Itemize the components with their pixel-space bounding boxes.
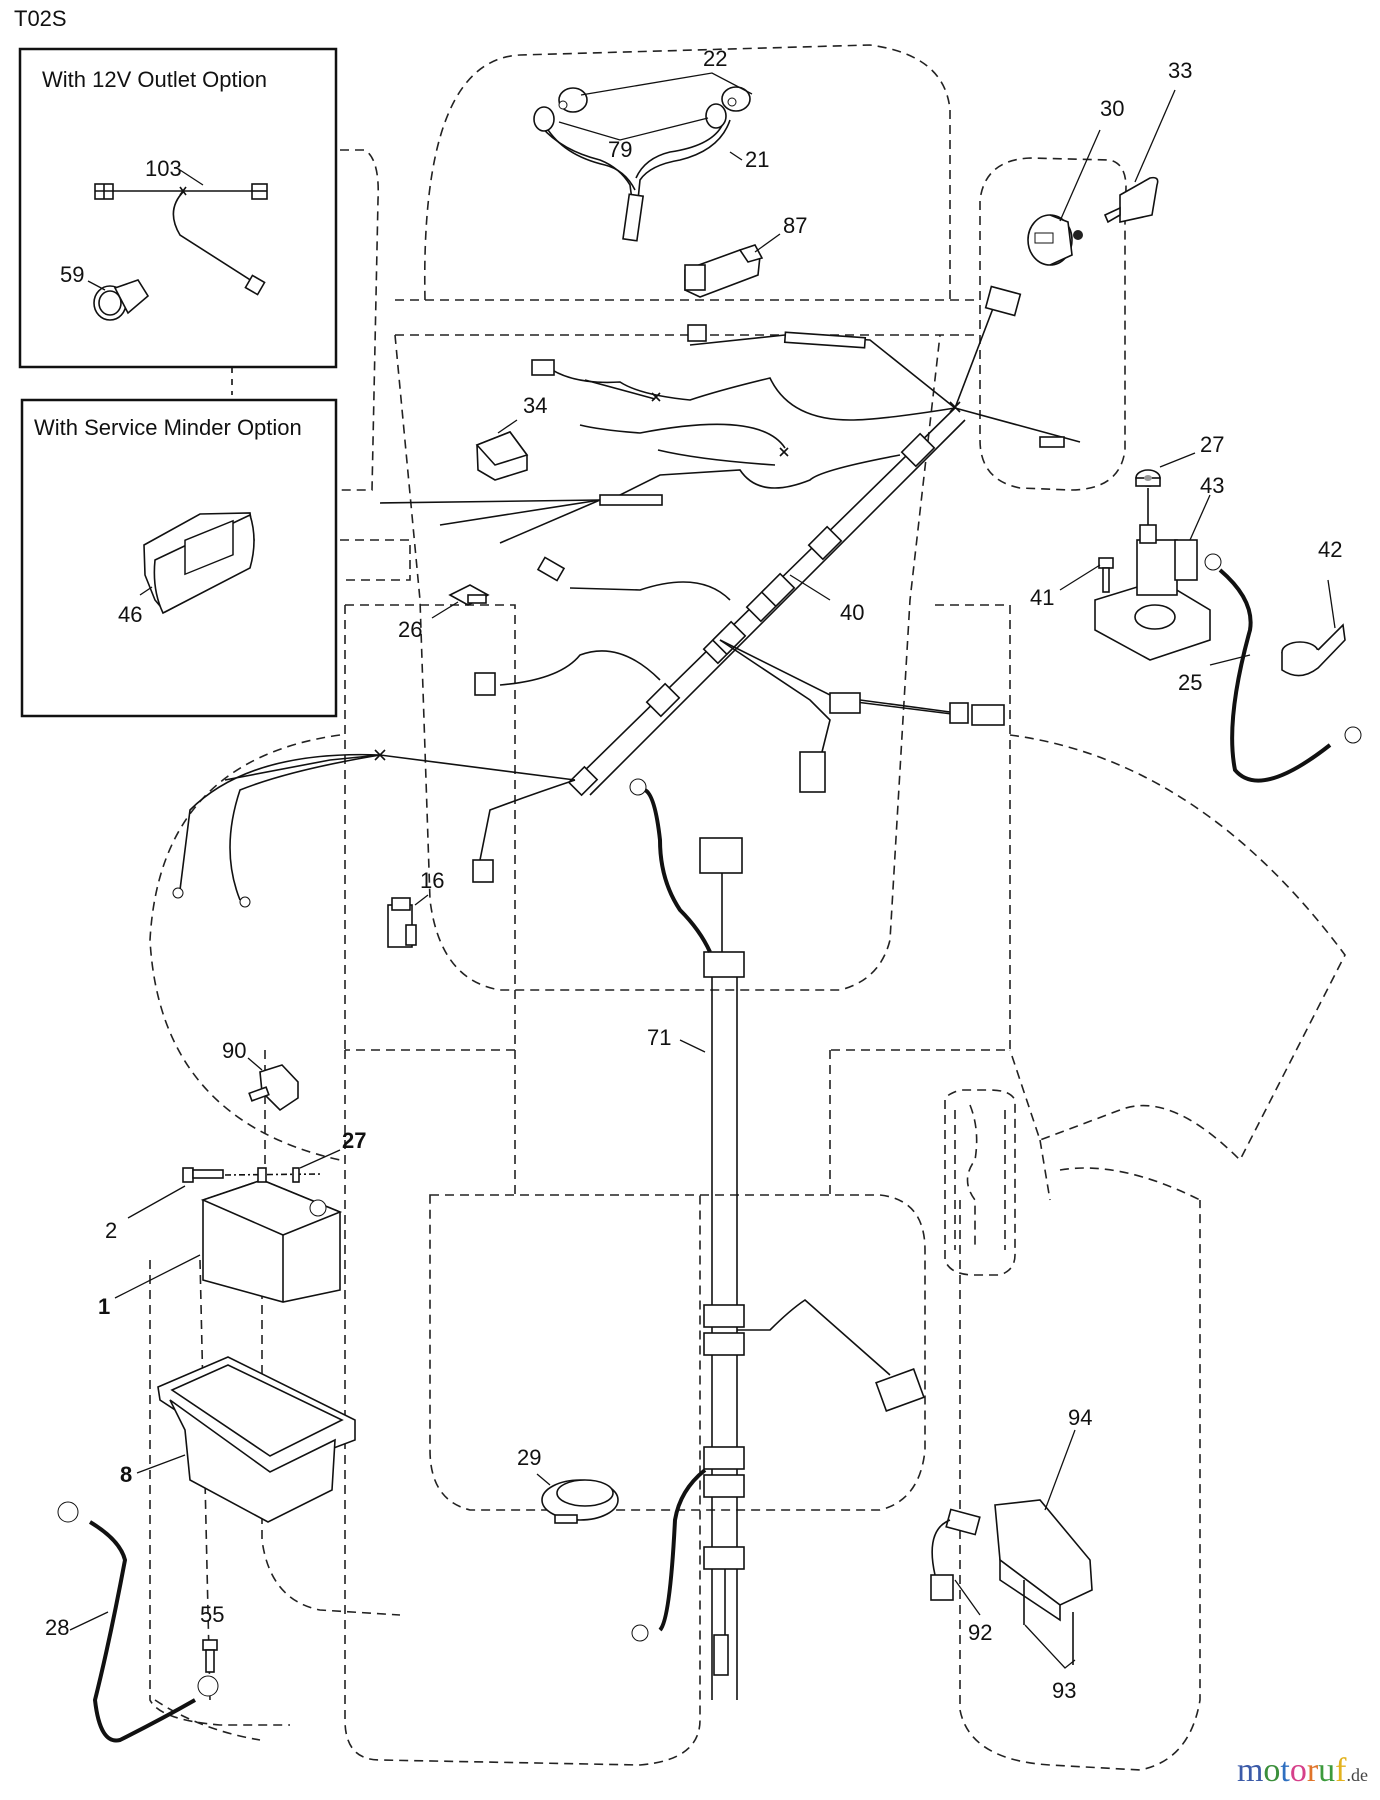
callout-28: 28 [45,1615,69,1640]
watermark-letter: o [1263,1752,1281,1789]
callout-71: 71 [647,1025,671,1050]
callout-27-battery: 27 [342,1128,366,1153]
callout-41: 41 [1030,585,1054,610]
option-box-12v-outlet: With 12V Outlet Option 103 59 [18,47,338,369]
callout-42: 42 [1318,537,1342,562]
switch-87-part [684,244,764,298]
callout-103: 103 [145,156,182,181]
callout-33: 33 [1168,58,1192,83]
service-minder-part [143,512,255,615]
callout-59: 59 [60,262,84,287]
callout-87: 87 [783,213,807,238]
solenoid-part [1094,524,1211,661]
relay-part [387,897,417,948]
headlight-harness [533,86,751,242]
battery-part [200,1179,343,1303]
callout-25: 25 [1178,670,1202,695]
nut-part [1135,469,1161,487]
battery-tray-part [157,1356,356,1523]
callout-46: 46 [118,602,142,627]
watermark-letter: u [1318,1752,1336,1789]
option-box-service-minder: With Service Minder Option 46 [20,398,338,718]
switch-assembly-part [994,1499,1093,1622]
screws-93-part [1023,1580,1074,1665]
module-part [248,1064,299,1112]
ground-cable-part [57,1501,219,1743]
callout-21: 21 [745,147,769,172]
watermark-letter: f [1335,1752,1347,1789]
fuse-part [448,584,490,606]
callout-43: 43 [1200,473,1224,498]
watermark-letter: t [1280,1752,1290,1789]
callout-8: 8 [120,1462,132,1487]
main-harness [172,285,1081,908]
outlet-harness [94,183,268,296]
callout-27: 27 [1200,432,1224,457]
callout-16: 16 [420,868,444,893]
option-box-title: With Service Minder Option [34,415,302,440]
battery-cable-25 [1204,553,1362,783]
callout-90: 90 [222,1038,246,1063]
diagram-code: T02S [14,6,67,31]
battery-bolt-part [182,1167,224,1183]
callout-79: 79 [608,137,632,162]
12v-outlet-part [93,279,150,321]
watermark-logo: motoruf.de [1237,1752,1368,1790]
callout-93: 93 [1052,1678,1076,1703]
grommet-part [541,1479,619,1524]
callout-2: 2 [105,1218,117,1243]
callout-26: 26 [398,617,422,642]
callout-40: 40 [840,600,864,625]
engine-harness [629,778,925,1700]
watermark-tld: .de [1346,1765,1369,1785]
callout-92: 92 [968,1620,992,1645]
callout-34: 34 [523,393,547,418]
terminal-boot-part [1281,623,1346,677]
watermark-letter: m [1236,1752,1264,1789]
callout-1: 1 [98,1294,110,1319]
ignition-switch-part [1027,214,1083,266]
option-box-title: With 12V Outlet Option [42,67,267,92]
watermark-letter: r [1306,1752,1319,1789]
watermark-letter: o [1289,1752,1307,1789]
callout-55: 55 [200,1602,224,1627]
bolt-41-part [1098,557,1114,593]
ignition-key-part [1103,176,1159,224]
callout-22: 22 [703,46,727,71]
callout-30: 30 [1100,96,1124,121]
callout-29: 29 [517,1445,541,1470]
rocker-switch-part [475,431,529,481]
screw-55-part [202,1639,218,1673]
connector-92-part [930,1508,981,1601]
callout-94: 94 [1068,1405,1092,1430]
